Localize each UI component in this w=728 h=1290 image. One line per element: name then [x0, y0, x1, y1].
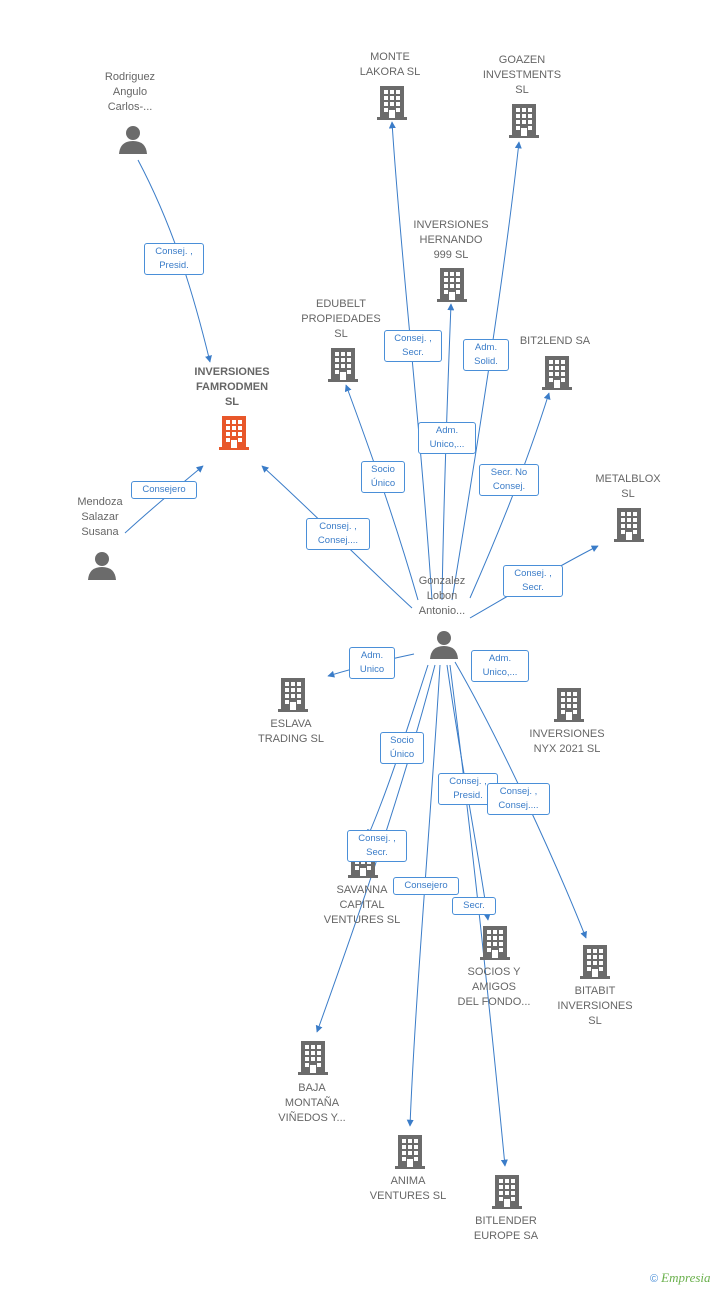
- edge-label-gonzalez-socios-secr[interactable]: Secr.: [452, 897, 496, 915]
- edge-label-gonzalez-inv-nyx[interactable]: Adm. Unico,...: [471, 650, 529, 682]
- bitabit-building-icon[interactable]: [580, 945, 610, 979]
- node-label-famrodmen[interactable]: INVERSIONES FAMRODMEN SL: [194, 366, 270, 408]
- baja-building-icon[interactable]: [298, 1041, 328, 1075]
- node-label-mendoza[interactable]: Mendoza Salazar Susana: [77, 496, 123, 538]
- node-label-metalblox[interactable]: METALBLOX SL: [595, 473, 661, 500]
- edge-label-gonzalez-metalblox[interactable]: Consej. , Secr.: [503, 565, 563, 597]
- node-label-bitabit[interactable]: BITABIT INVERSIONES SL: [557, 985, 633, 1027]
- edge-label-rodriguez-famrodmen[interactable]: Consej. , Presid.: [144, 243, 204, 275]
- edge-label-gonzalez-anima[interactable]: Consejero: [393, 877, 459, 895]
- node-label-savanna[interactable]: SAVANNA CAPITAL VENTURES SL: [323, 884, 401, 926]
- edge-label-gonzalez-famrodmen[interactable]: Consej. , Consej....: [306, 518, 370, 550]
- inv-nyx-building-icon[interactable]: [554, 688, 584, 722]
- node-label-goazen[interactable]: GOAZEN INVESTMENTS SL: [482, 54, 562, 96]
- rodriguez-person-icon[interactable]: [119, 126, 147, 154]
- metalblox-building-icon[interactable]: [614, 508, 644, 542]
- edge-label-gonzalez-hernando[interactable]: Adm. Unico,...: [418, 422, 476, 454]
- brand-logo: Empresia: [661, 1270, 711, 1285]
- edge-gonzalez-socios: [446, 664, 491, 921]
- node-label-inv-nyx[interactable]: INVERSIONES NYX 2021 SL: [529, 728, 605, 755]
- edge-label-gonzalez-savanna-socio[interactable]: Socio Único: [380, 732, 424, 764]
- eslava-building-icon[interactable]: [278, 678, 308, 712]
- edge-label-gonzalez-goazen[interactable]: Adm. Solid.: [463, 339, 509, 371]
- node-label-inv-hernando[interactable]: INVERSIONES HERNANDO 999 SL: [413, 219, 489, 261]
- edge-label-gonzalez-savanna-secr[interactable]: Consej. , Secr.: [347, 830, 407, 862]
- edge-label-mendoza-famrodmen[interactable]: Consejero: [131, 481, 197, 499]
- node-label-bitlender[interactable]: BITLENDER EUROPE SA: [473, 1215, 539, 1242]
- copyright-icon: ©: [650, 1273, 659, 1285]
- edge-gonzalez-baja: [315, 664, 436, 1033]
- socios-building-icon[interactable]: [480, 926, 510, 960]
- edge-label-gonzalez-bitabit[interactable]: Consej. , Consej....: [487, 783, 550, 815]
- footer-watermark: © Empresia: [650, 1270, 711, 1286]
- bitlender-building-icon[interactable]: [492, 1175, 522, 1209]
- goazen-building-icon[interactable]: [509, 104, 539, 138]
- mendoza-person-icon[interactable]: [88, 552, 116, 580]
- famrodmen-building-icon[interactable]: [219, 416, 249, 450]
- node-label-rodriguez[interactable]: Rodriguez Angulo Carlos-...: [104, 71, 156, 113]
- node-label-anima[interactable]: ANIMA VENTURES SL: [369, 1175, 447, 1202]
- node-label-edubelt[interactable]: EDUBELT PROPIEDADES SL: [301, 298, 381, 340]
- edubelt-building-icon[interactable]: [328, 348, 358, 382]
- edge-label-gonzalez-montelakora[interactable]: Consej. , Secr.: [384, 330, 442, 362]
- edge-gonzalez-bitlender: [449, 664, 508, 1167]
- edge-label-gonzalez-edubelt[interactable]: Socio Único: [361, 461, 405, 493]
- monte-lakora-building-icon[interactable]: [377, 86, 407, 120]
- bit2lend-building-icon[interactable]: [542, 356, 572, 390]
- inv-hernando-building-icon[interactable]: [437, 268, 467, 302]
- edge-label-gonzalez-bit2lend[interactable]: Secr. No Consej.: [479, 464, 539, 496]
- gonzalez-person-icon[interactable]: [430, 631, 458, 659]
- edge-gonzalez-anima: [406, 664, 441, 1127]
- anima-building-icon[interactable]: [395, 1135, 425, 1169]
- node-label-baja[interactable]: BAJA MONTAÑA VIÑEDOS Y...: [278, 1082, 346, 1124]
- edge-label-gonzalez-eslava[interactable]: Adm. Unico: [349, 647, 395, 679]
- node-label-eslava[interactable]: ESLAVA TRADING SL: [257, 718, 324, 745]
- node-label-bit2lend[interactable]: BIT2LEND SA: [519, 335, 591, 347]
- node-label-monte-lakora[interactable]: MONTE LAKORA SL: [359, 51, 421, 78]
- node-label-socios[interactable]: SOCIOS Y AMIGOS DEL FONDO...: [457, 966, 531, 1008]
- edge-gonzalez-goazen: [451, 141, 522, 601]
- node-label-gonzalez[interactable]: Gonzalez Lobon Antonio...: [418, 575, 466, 617]
